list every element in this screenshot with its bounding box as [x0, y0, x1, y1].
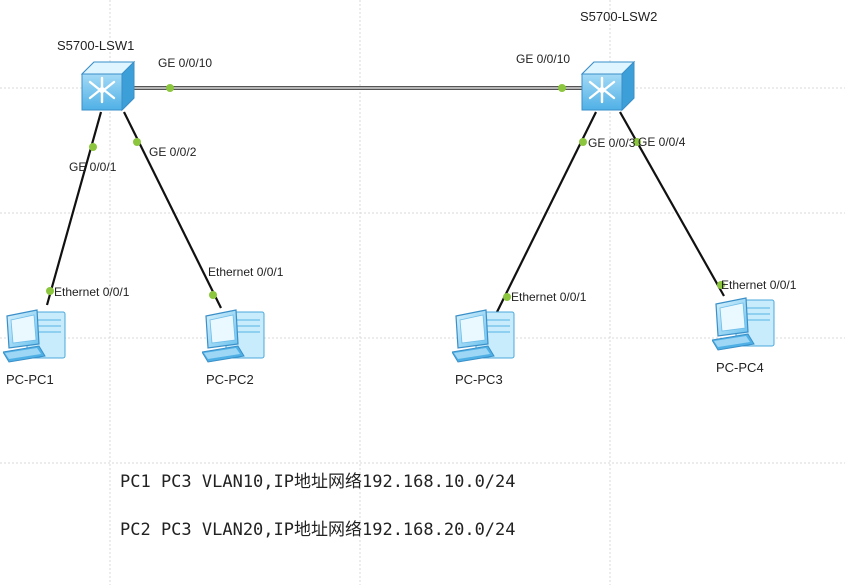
vlan-note: PC1 PC3 VLAN10,IP地址网络192.168.10.0/24: [120, 472, 516, 492]
pc-name-pc4: PC-PC4: [716, 360, 764, 375]
port-dot: [166, 84, 174, 92]
port-label: Ethernet 0/0/1: [54, 285, 130, 299]
link-lsw1-pc1[interactable]: [45, 111, 103, 306]
link-lsw1-pc2[interactable]: [123, 111, 222, 309]
pc-icon[interactable]: [3, 309, 66, 363]
pc-icon[interactable]: [452, 309, 515, 363]
port-label: GE 0/0/10: [158, 56, 212, 70]
port-dot: [579, 138, 587, 146]
pc-name-pc3: PC-PC3: [455, 372, 503, 387]
pc-name-pc2: PC-PC2: [206, 372, 254, 387]
pc-icon[interactable]: [712, 297, 775, 351]
switch-name-lsw1: S5700-LSW1: [57, 38, 134, 53]
port-label: GE 0/0/3: [588, 136, 636, 150]
port-label: GE 0/0/2: [149, 145, 197, 159]
pc-name-pc1: PC-PC1: [6, 372, 54, 387]
port-label: GE 0/0/4: [638, 135, 686, 149]
port-label: GE 0/0/1: [69, 160, 117, 174]
port-label: Ethernet 0/0/1: [511, 290, 587, 304]
port-dot: [503, 293, 511, 301]
port-label: GE 0/0/10: [516, 52, 570, 66]
port-dots: [46, 84, 725, 301]
port-dot: [558, 84, 566, 92]
port-dot: [209, 291, 217, 299]
port-dot: [717, 281, 725, 289]
switch-icon[interactable]: [580, 60, 636, 112]
port-dot: [633, 138, 641, 146]
port-label: Ethernet 0/0/1: [208, 265, 284, 279]
port-label: Ethernet 0/0/1: [721, 278, 797, 292]
pc-icon[interactable]: [202, 309, 265, 363]
vlan-note: PC2 PC3 VLAN20,IP地址网络192.168.20.0/24: [120, 520, 516, 540]
switch-name-lsw2: S5700-LSW2: [580, 9, 657, 24]
port-dot: [46, 287, 54, 295]
port-dot: [133, 138, 141, 146]
link-lsw2-pc3[interactable]: [496, 111, 597, 313]
switch-icon[interactable]: [80, 60, 136, 112]
port-dot: [89, 143, 97, 151]
